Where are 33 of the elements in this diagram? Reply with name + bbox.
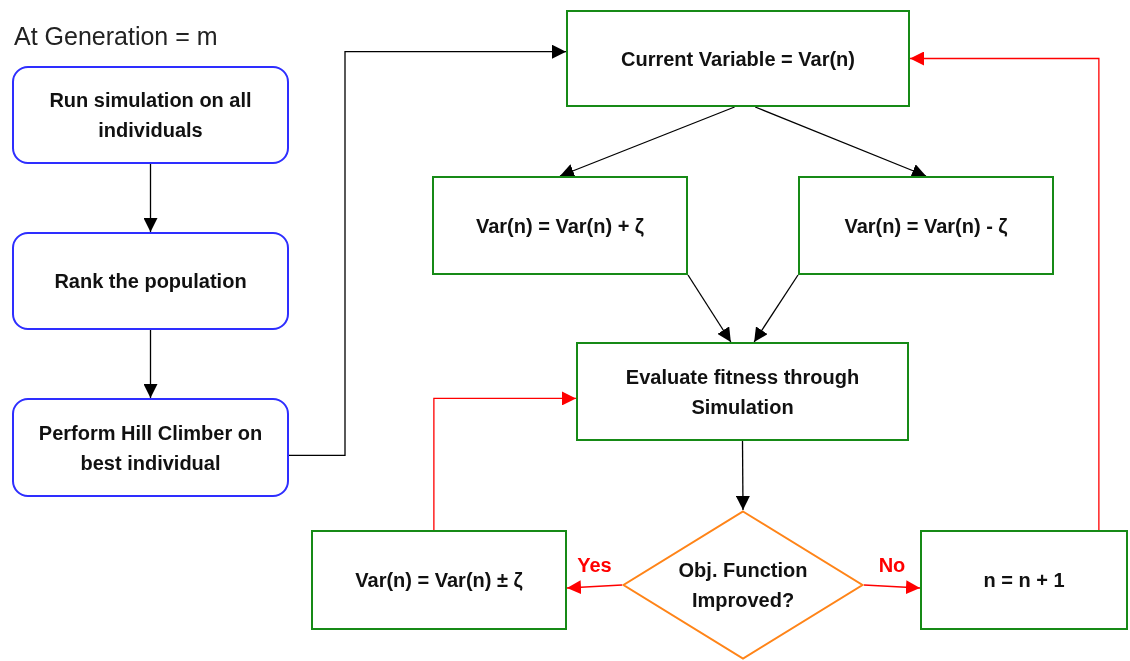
decision-diamond [622,510,864,660]
arrow [735,440,750,511]
heading: At Generation = m [14,22,218,51]
node-text: Var(n) = Var(n) ± ζ [355,568,523,593]
node-text: Var(n) = Var(n) - ζ [844,213,1008,239]
node-text: n = n + 1 [983,568,1065,593]
process-box [576,342,909,441]
arrow [433,391,577,531]
process-box [432,176,688,275]
node-text: Var(n) = Var(n) + ζ [475,213,645,239]
process-box [12,232,289,330]
process-box [920,530,1128,630]
node-text: Evaluate fitness through Simulation [624,364,861,420]
arrow [687,274,732,343]
arrow [559,106,736,178]
process-box [12,398,289,497]
arrow [863,580,921,595]
node-text: Obj. Function Improved? [677,558,809,613]
node-text: Perform Hill Climber on best individual [37,420,264,476]
arrow [909,51,1100,531]
arrow [143,163,158,233]
process-box [798,176,1054,275]
node-text: Rank the population [54,269,247,294]
arrow [143,329,158,399]
arrow [288,44,567,457]
process-box [566,10,910,107]
process-box [12,66,289,164]
node-text: Current Variable = Var(n) [621,46,855,72]
arrow [754,106,927,178]
arrow [566,580,623,595]
node-text: Run simulation on all individuals [48,88,253,143]
arrow [753,274,799,343]
process-box [311,530,567,630]
